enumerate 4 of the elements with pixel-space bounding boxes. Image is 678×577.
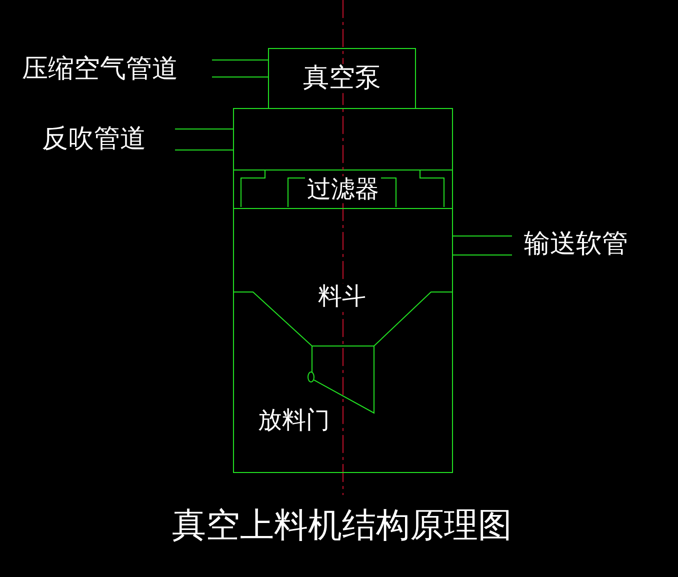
part-label: 料斗 [316, 283, 368, 311]
pump-box [268, 48, 416, 109]
node-label: 过滤器 [305, 176, 381, 204]
node-label: 真空泵 [301, 64, 383, 94]
